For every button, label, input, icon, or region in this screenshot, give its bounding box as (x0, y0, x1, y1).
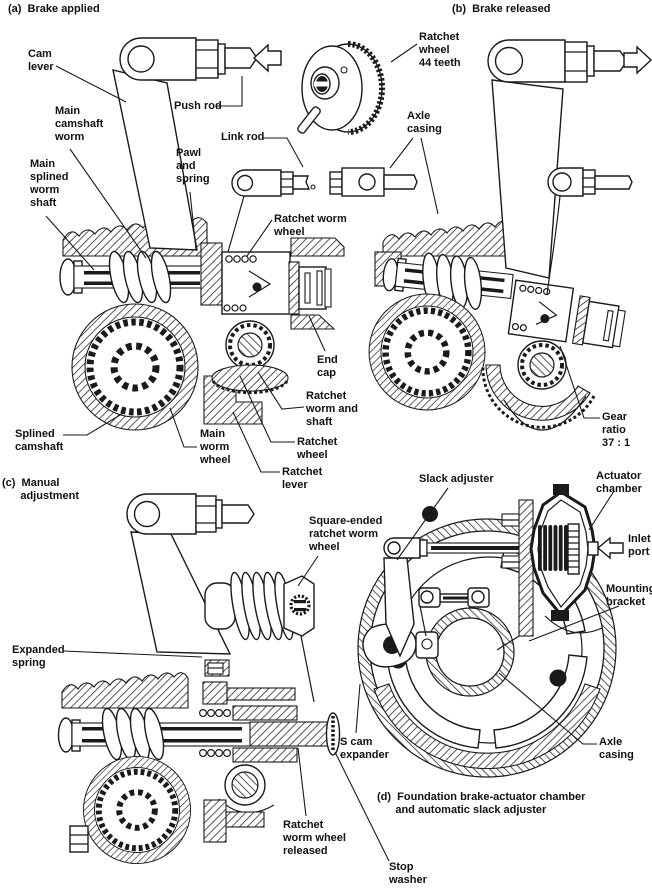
label-ratchet-worm-and-shaft: Ratchet worm and shaft (306, 390, 358, 428)
leader-expanded-spring (63, 650, 203, 658)
leader-main-camshaft-worm (69, 148, 147, 259)
leader-ratchet-wheel (239, 375, 295, 443)
panel-a-drawing (59, 37, 418, 430)
ratchet-pawl-pin (297, 106, 321, 134)
label-inlet-port: Inlet port (628, 533, 651, 558)
chamber-bottom-bolt (551, 610, 569, 621)
label-main-splined-worm-shaft: Main splined worm shaft (30, 158, 69, 209)
panel-c-drawing (57, 493, 341, 864)
leader-link-rod (262, 137, 304, 168)
push-rod-c (221, 504, 255, 524)
label-splined-camshaft: Splined camshaft (15, 428, 64, 453)
leader-square-ended-ratchet-worm-wheel (297, 555, 319, 587)
label-ratchet-wheel: Ratchet wheel (297, 436, 338, 461)
leader-slack-adjuster (396, 487, 449, 561)
label-expanded-spring: Expanded spring (12, 644, 65, 669)
panel-d-drawing (357, 484, 624, 778)
brake-applied-arrow-icon (252, 43, 282, 73)
label-stop-washer: Stop washer (389, 861, 427, 886)
leader-end-cap (308, 315, 326, 352)
leader-gear-ratio (559, 345, 600, 419)
label-cam-lever: Cam lever (28, 48, 54, 73)
cam-lever-eye-b (494, 46, 524, 76)
panel-b-drawing (369, 39, 652, 431)
leader-ratchet-wheel-44-teeth (390, 43, 418, 63)
cam-lever-eye-c (133, 500, 161, 528)
released-worm-shaft (249, 721, 331, 747)
label-mounting-bracket: Mounting bracket (606, 583, 652, 608)
leader-s-cam-expander (355, 683, 361, 734)
label-square-ended-ratchet-worm-wheel: Square-ended ratchet worm wheel (309, 515, 383, 553)
housing-top-c (61, 672, 189, 709)
chamber-top-bolt (553, 484, 569, 495)
pawl-a (248, 270, 272, 298)
released-worm-upper (232, 705, 298, 721)
leader-push-rod (216, 76, 243, 107)
label-actuator-chamber: Actuator chamber (596, 470, 642, 495)
leader-main-splined-worm-shaft (45, 215, 95, 271)
brake-lining (373, 683, 601, 770)
label-panel-b-title: (b) Brake released (452, 3, 551, 15)
ring-gear-b (485, 364, 591, 421)
label-ratchet-wheel-44-teeth: Ratchet wheel 44 teeth (419, 31, 461, 69)
return-spring (564, 525, 568, 571)
lever-cowl-b (503, 395, 587, 431)
label-ratchet-worm-wheel: Ratchet worm wheel (274, 213, 347, 238)
shoe-pivot-right (549, 669, 567, 687)
square-ended-worm-detail (204, 571, 315, 703)
label-panel-d-caption: (d) Foundation brake-actuator chamber an… (377, 791, 586, 816)
label-end-cap: End cap (317, 354, 338, 379)
leader-splined-camshaft (63, 411, 126, 436)
label-s-cam-expander: S cam expander (340, 736, 389, 761)
ratchet-bore-c (231, 771, 259, 799)
label-push-rod: Push rod (174, 100, 222, 112)
label-panel-a-title: (a) Brake applied (8, 3, 100, 15)
label-pawl-and-spring: Pawl and spring (176, 147, 210, 185)
label-gear-ratio: Gear ratio 37 : 1 (602, 411, 631, 449)
leader-lines (45, 43, 620, 862)
label-axle-casing: Axle casing (407, 110, 442, 135)
leader-axle-casing-drum (498, 672, 597, 745)
label-axle-casing-drum: Axle casing (599, 736, 634, 761)
leader-axle-casing (389, 137, 414, 169)
label-main-camshaft-worm: Main camshaft worm (55, 105, 104, 143)
label-link-rod: Link rod (221, 131, 265, 143)
leader-ratchet-worm-wheel-released (297, 747, 307, 817)
leader-ratchet-worm-wheel (246, 219, 273, 257)
ratchet-worm-a (211, 364, 289, 392)
brake-released-arrow-icon (623, 45, 652, 75)
cam-lever-eye-a (127, 45, 155, 73)
label-ratchet-lever: Ratchet lever (282, 466, 323, 491)
ratchet-wheel-44-teeth-detail (297, 41, 385, 135)
push-rod-a (224, 47, 258, 69)
end-cap-b (571, 295, 626, 349)
inlet-flow-arrow-icon (596, 536, 624, 560)
leader-ratchet-lever (232, 411, 280, 473)
label-slack-adjuster: Slack adjuster (419, 473, 494, 485)
leader-main-worm-wheel (169, 407, 197, 448)
ratchet-mechanism-b (507, 279, 575, 343)
leader-mounting-bracket (528, 605, 620, 642)
leader-actuator-chamber (588, 490, 615, 531)
leader-stop-washer (334, 751, 390, 862)
leader-axle-casing (420, 137, 439, 215)
label-panel-c-title: (c) Manual adjustment (2, 477, 80, 502)
leader-cam-lever (55, 65, 127, 103)
leader-pawl-and-spring (189, 191, 197, 251)
label-ratchet-worm-wheel-released: Ratchet worm wheel released (283, 819, 346, 857)
released-worm-lower (232, 747, 298, 763)
leader-ratchet-worm-and-shaft (257, 371, 305, 410)
label-main-worm-wheel: Main worm wheel (200, 428, 231, 466)
